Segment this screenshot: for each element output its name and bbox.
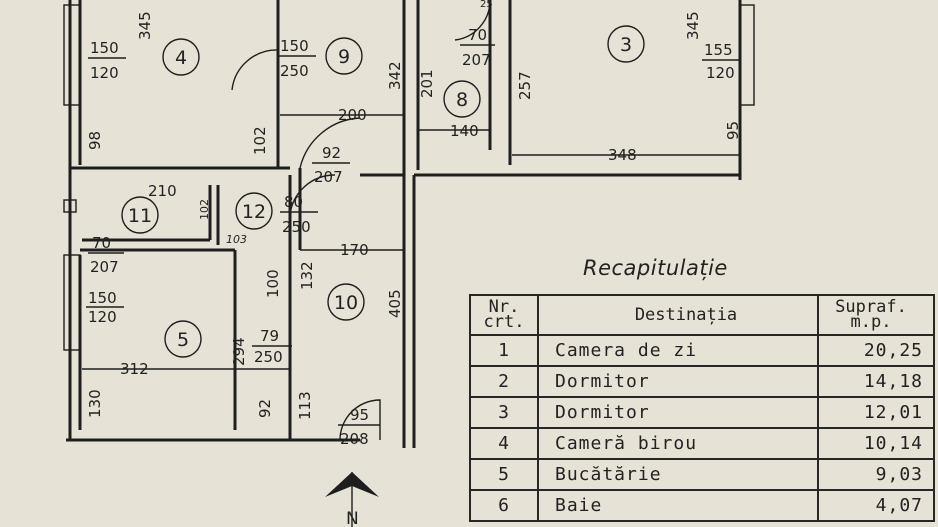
row-sup: 4,07 <box>817 489 935 522</box>
room-number: 4 <box>175 47 187 69</box>
dim-label: 345 <box>684 11 702 40</box>
row-dest: Dormitor <box>537 396 819 429</box>
dim-label: 25 <box>480 0 493 8</box>
dim-label: 70 <box>92 234 111 252</box>
dimension-labels: 150 120 345 150 250 70 207 155 120 345 2… <box>82 11 742 448</box>
row-sup: 14,18 <box>817 365 935 398</box>
dim-label: 95 <box>350 406 369 424</box>
dim-label: 120 <box>88 308 117 326</box>
row-nr: 6 <box>469 489 539 522</box>
row-nr: 4 <box>469 427 539 460</box>
table-row: 3 Dormitor 12,01 <box>469 396 935 429</box>
recap-header-row: Nr. crt. Destinația Supraf. m.p. <box>469 294 935 336</box>
dim-label: 120 <box>90 64 119 82</box>
dim-label: 113 <box>296 391 314 420</box>
row-nr: 3 <box>469 396 539 429</box>
room-number: 5 <box>177 329 189 351</box>
dim-label: 103 <box>226 233 247 246</box>
dim-label: 250 <box>280 62 309 80</box>
dim-label: 95 <box>724 121 742 140</box>
north-label: N <box>346 509 359 527</box>
dim-label: 201 <box>418 69 436 98</box>
row-sup: 10,14 <box>817 427 935 460</box>
dim-label: 250 <box>254 348 283 366</box>
dim-label: 345 <box>136 11 154 40</box>
recap-header-nr: Nr. crt. <box>469 294 539 336</box>
row-sup: 20,25 <box>817 334 935 367</box>
dim-label: 207 <box>314 168 343 186</box>
door-swings <box>231 0 491 441</box>
table-row: 6 Baie 4,07 <box>469 489 935 522</box>
row-dest: Baie <box>537 489 819 522</box>
dim-label: 92 <box>322 144 341 162</box>
row-nr: 2 <box>469 365 539 398</box>
dim-label: 150 <box>88 289 117 307</box>
recap-header-sup: Supraf. m.p. <box>817 294 935 336</box>
dim-label: 132 <box>298 261 316 290</box>
dim-label: 130 <box>86 389 104 418</box>
dim-label: 140 <box>450 122 479 140</box>
row-dest: Camera de zi <box>537 334 819 367</box>
room-number: 12 <box>242 201 266 223</box>
dim-label: 120 <box>706 64 735 82</box>
dim-label: 70 <box>468 26 487 44</box>
recap-header-dest: Destinația <box>537 294 819 336</box>
room-number: 10 <box>334 292 358 314</box>
room-number: 9 <box>338 46 350 68</box>
dim-label: 80 <box>284 193 303 211</box>
dim-label: 257 <box>516 71 534 100</box>
table-row: 1 Camera de zi 20,25 <box>469 334 935 367</box>
row-dest: Bucătărie <box>537 458 819 491</box>
dim-label: 102 <box>198 199 211 220</box>
room-labels: 4 9 8 3 11 12 10 5 <box>121 25 645 358</box>
dim-label: 150 <box>280 37 309 55</box>
room-number: 8 <box>456 89 468 111</box>
dim-label: 155 <box>704 41 733 59</box>
room-number: 3 <box>620 34 632 56</box>
table-row: 5 Bucătărie 9,03 <box>469 458 935 491</box>
dim-label: 207 <box>90 258 119 276</box>
row-dest: Dormitor <box>537 365 819 398</box>
dim-label: 79 <box>260 327 279 345</box>
top-partial-dim: 25 <box>480 0 493 8</box>
row-sup: 12,01 <box>817 396 935 429</box>
dim-label: 342 <box>386 61 404 90</box>
dim-label: 405 <box>386 289 404 318</box>
table-row: 2 Dormitor 14,18 <box>469 365 935 398</box>
dim-label: 92 <box>256 399 274 418</box>
row-nr: 5 <box>469 458 539 491</box>
window-hatches <box>63 4 755 351</box>
recap-title: Recapitulație <box>583 256 728 280</box>
recap-table: Nr. crt. Destinația Supraf. m.p. 1 Camer… <box>469 294 935 522</box>
table-row: 4 Cameră birou 10,14 <box>469 427 935 460</box>
dim-label: 294 <box>230 337 248 366</box>
dim-label: 207 <box>462 51 491 69</box>
dim-label: 208 <box>340 430 369 448</box>
dim-label: 250 <box>282 218 311 236</box>
dim-label: 102 <box>251 126 269 155</box>
row-sup: 9,03 <box>817 458 935 491</box>
dim-label: 150 <box>90 39 119 57</box>
row-dest: Cameră birou <box>537 427 819 460</box>
dim-label: 98 <box>86 131 104 150</box>
dim-label: 210 <box>148 182 177 200</box>
north-arrow: N <box>325 472 379 527</box>
dim-label: 100 <box>264 269 282 298</box>
room-number: 11 <box>128 205 152 227</box>
row-nr: 1 <box>469 334 539 367</box>
